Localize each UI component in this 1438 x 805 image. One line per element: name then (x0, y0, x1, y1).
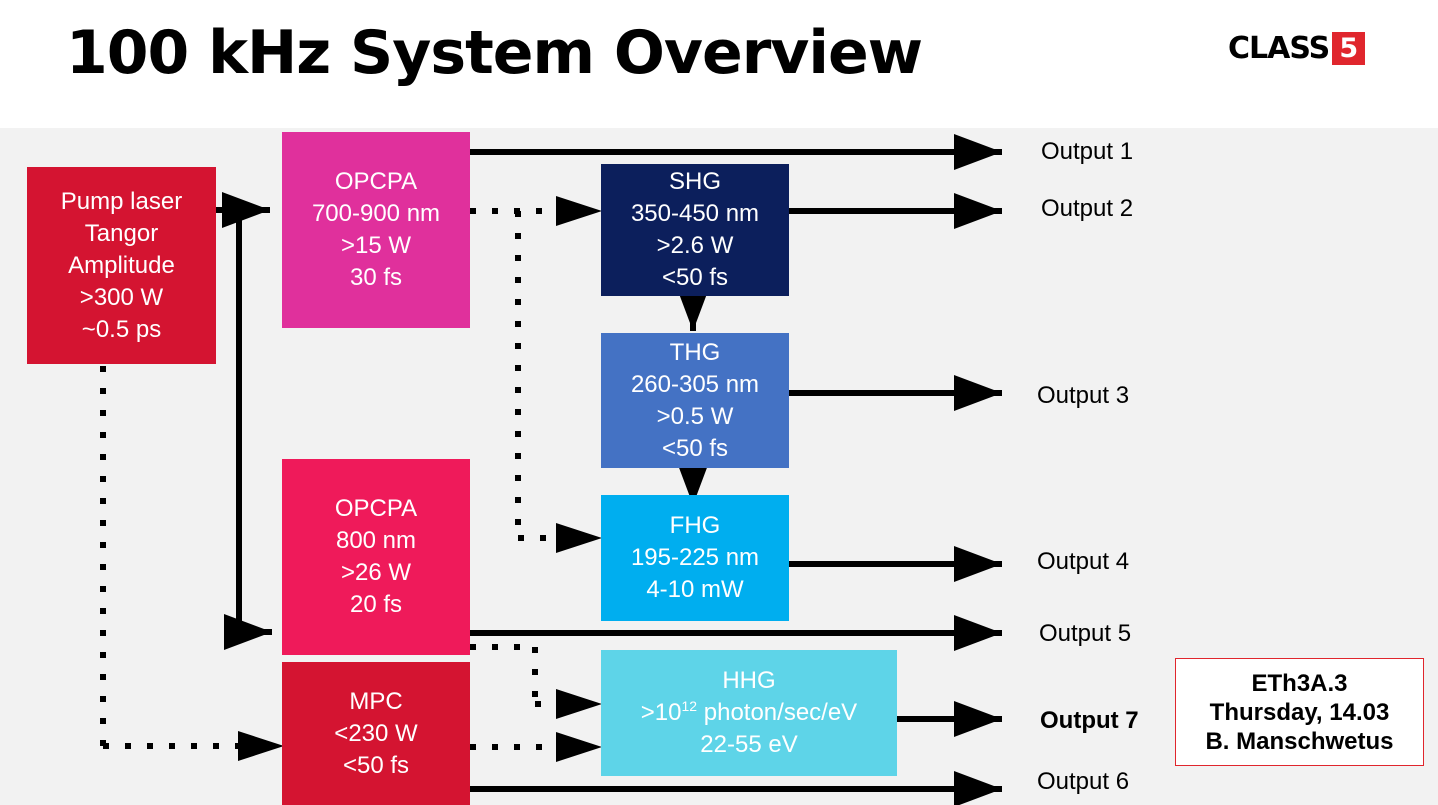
logo-number-badge: 5 (1332, 31, 1366, 65)
thg-line-4: <50 fs (661, 434, 729, 462)
mpc-line-1: MPC (349, 687, 403, 715)
arrowhead-mpc-in (238, 731, 284, 761)
fhg-line-3: 4-10 mW (646, 576, 744, 603)
output-5-label: Output 5 (1039, 620, 1132, 647)
fhg-box: FHG 195-225 nm 4-10 mW (601, 495, 789, 621)
arrowhead-fhg-in (556, 523, 602, 553)
session-code: ETh3A.3 (1251, 669, 1348, 697)
opcpa2-line-2: 800 nm (335, 527, 417, 554)
mpc-box: MPC <230 W <50 fs (282, 662, 470, 805)
thg-box: THG 260-305 nm >0.5 W <50 fs (601, 333, 789, 468)
opcpa2-line-3: >26 W (340, 559, 412, 586)
opcpa2-line-1: OPCPA (334, 495, 418, 522)
shg-line-3: >2.6 W (656, 232, 734, 259)
mpc-line-2: <230 W (334, 719, 418, 747)
output-1-label: Output 1 (1041, 138, 1134, 165)
session-date: Thursday, 14.03 (1209, 698, 1390, 726)
output-2-label: Output 2 (1041, 195, 1134, 222)
session-info-box: ETh3A.3 Thursday, 14.03 B. Manschwetus (1175, 658, 1424, 766)
fhg-line-2: 195-225 nm (630, 544, 760, 571)
shg-line-2: 350-450 nm (630, 200, 760, 227)
opcpa2-line-4: 20 fs (349, 591, 403, 618)
mpc-line-3: <50 fs (342, 751, 410, 779)
pump-line-1: Pump laser (60, 187, 183, 215)
pump-line-3: Amplitude (68, 251, 175, 279)
opcpa1-line-2: 700-900 nm (311, 200, 441, 227)
class5-logo: CLASS 5 (1228, 30, 1366, 66)
pump-laser-box: Pump laser Tangor Amplitude >300 W ~0.5 … (27, 167, 216, 364)
shg-line-4: <50 fs (661, 264, 729, 291)
page-title: 100 kHz System Overview (66, 18, 923, 88)
fhg-line-1: FHG (669, 512, 721, 539)
hhg-line-3: 22-55 eV (700, 731, 798, 758)
output-6-label: Output 6 (1037, 768, 1130, 795)
arrowhead-hhg-in-2 (556, 732, 602, 762)
output-7-label: Output 7 (1040, 707, 1139, 734)
opcpa1-line-1: OPCPA (334, 168, 418, 195)
logo-text: CLASS (1228, 30, 1330, 66)
opcpa1-line-3: >15 W (340, 232, 412, 259)
opcpa1-box: OPCPA 700-900 nm >15 W 30 fs (282, 132, 470, 328)
arrowhead-hhg-in-1 (556, 689, 602, 719)
pump-line-5: ~0.5 ps (81, 315, 162, 343)
pump-line-2: Tangor (84, 219, 159, 247)
output-4-label: Output 4 (1037, 548, 1130, 575)
shg-line-1: SHG (668, 168, 721, 195)
session-speaker: B. Manschwetus (1205, 727, 1394, 755)
hhg-flux-base: >10 (640, 699, 682, 726)
shg-box: SHG 350-450 nm >2.6 W <50 fs (601, 164, 789, 296)
thg-line-1: THG (669, 338, 721, 366)
opcpa2-box: OPCPA 800 nm >26 W 20 fs (282, 459, 470, 655)
pump-line-4: >300 W (79, 283, 164, 311)
hhg-flux-exponent: 12 (681, 698, 698, 714)
hhg-line-1: HHG (722, 667, 776, 694)
hhg-flux-unit: photon/sec/eV (697, 699, 858, 726)
thg-line-2: 260-305 nm (630, 370, 760, 398)
arrowhead-shg-in (556, 196, 602, 226)
output-3-label: Output 3 (1037, 382, 1130, 409)
opcpa1-line-4: 30 fs (349, 264, 403, 291)
hhg-line-2: >1012 photon/sec/eV (641, 697, 857, 729)
hhg-box: HHG >1012 photon/sec/eV 22-55 eV (601, 650, 897, 776)
thg-line-3: >0.5 W (656, 402, 734, 430)
